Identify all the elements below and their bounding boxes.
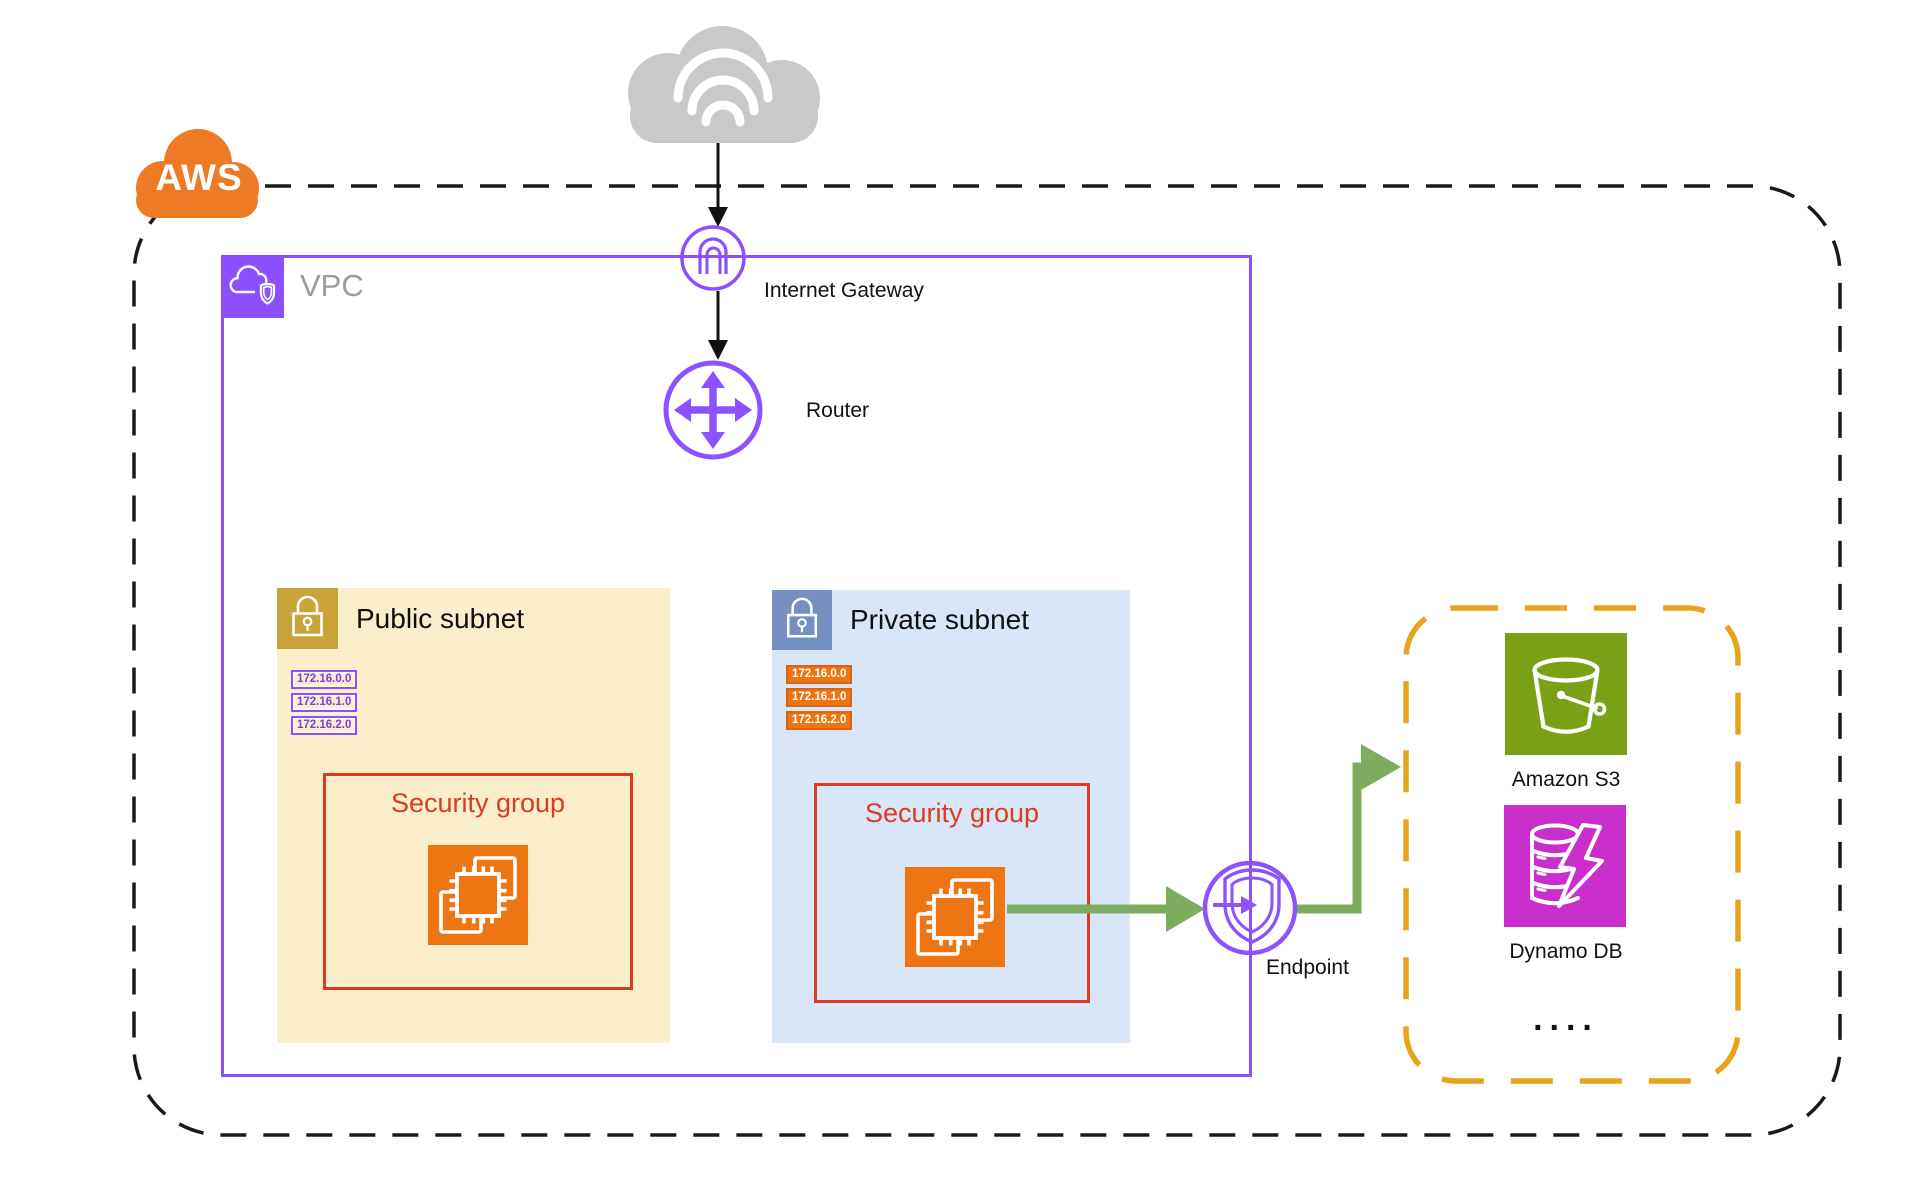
amazon-s3-icon xyxy=(1505,633,1627,755)
security-group-label: Security group xyxy=(864,798,1040,828)
ec2-instances-chip-icon xyxy=(905,867,1005,967)
cidr-badge: 172.16.0.0 xyxy=(291,670,358,689)
endpoint-label: Endpoint xyxy=(1266,956,1349,979)
private-subnet-label: Private subnet xyxy=(850,604,1029,635)
public-subnet-lock-icon xyxy=(277,588,338,649)
router-label: Router xyxy=(806,399,870,422)
more-services-dots: .... xyxy=(1533,1000,1599,1038)
internet-gateway-label: Internet Gateway xyxy=(764,279,924,302)
public-subnet-label: Public subnet xyxy=(356,603,525,634)
aws-logo-label: AWS xyxy=(155,157,243,198)
cidr-badge: 172.16.1.0 xyxy=(786,688,853,707)
dynamo-db-label: Dynamo DB xyxy=(1509,940,1623,963)
endpoint-to-services-arrow xyxy=(1295,744,1401,914)
private-subnet-lock-icon xyxy=(772,590,832,650)
cidr-badge: 172.16.1.0 xyxy=(291,693,358,712)
private-subnet-cidr-list: 172.16.0.0 172.16.1.0 172.16.2.0 xyxy=(786,665,853,730)
cidr-badge: 172.16.0.0 xyxy=(786,665,853,684)
internet-to-igw-arrow xyxy=(708,143,728,227)
cidr-badge: 172.16.2.0 xyxy=(291,716,358,735)
vpc-label: VPC xyxy=(300,268,364,303)
public-subnet-cidr-list: 172.16.0.0 172.16.1.0 172.16.2.0 xyxy=(291,670,358,735)
cidr-badge: 172.16.2.0 xyxy=(786,711,853,730)
security-group-label: Security group xyxy=(390,788,566,818)
dynamo-db-icon xyxy=(1504,805,1626,927)
amazon-s3-label: Amazon S3 xyxy=(1511,768,1621,791)
vpc-icon xyxy=(221,255,284,318)
internet-cloud-icon xyxy=(628,26,820,143)
ec2-instances-chip-icon xyxy=(428,845,528,945)
